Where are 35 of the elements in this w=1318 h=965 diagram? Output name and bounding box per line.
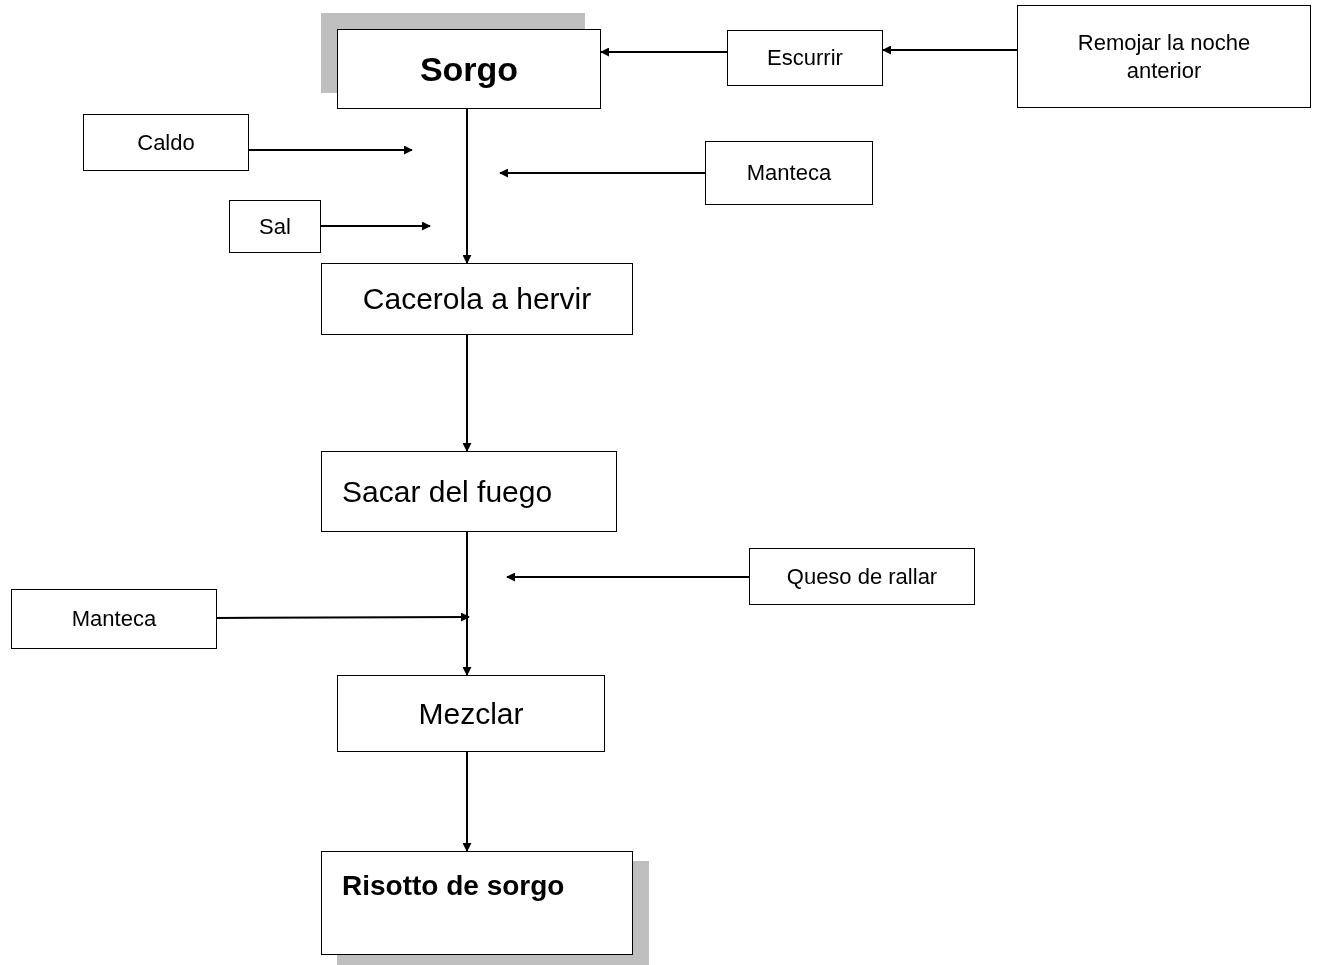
arrow xyxy=(320,221,431,231)
box-label: Sal xyxy=(259,212,291,241)
box-label: Queso de rallar xyxy=(786,562,938,591)
box-label: Mezclar xyxy=(418,695,524,732)
arrow xyxy=(600,47,728,57)
process-box xyxy=(337,675,605,752)
box-label: Caldo xyxy=(137,128,195,157)
arrow xyxy=(499,168,706,178)
box-label: Remojar la noche anterior xyxy=(1076,29,1252,84)
arrow xyxy=(216,612,470,622)
arrow xyxy=(462,531,472,676)
box-label: Sacar del fuego xyxy=(342,473,553,510)
process-box xyxy=(321,263,633,335)
process-box xyxy=(1017,5,1311,108)
box-label: Risotto de sorgo xyxy=(342,869,565,903)
process-box xyxy=(337,29,601,109)
process-box xyxy=(229,200,321,253)
process-box xyxy=(11,589,217,649)
box-label: Escurrir xyxy=(767,44,843,72)
box-label: Manteca xyxy=(746,159,832,187)
process-box xyxy=(83,114,249,171)
process-box xyxy=(321,451,617,532)
process-box xyxy=(321,851,633,955)
arrow xyxy=(882,45,1018,55)
arrow xyxy=(462,334,472,452)
process-box xyxy=(749,548,975,605)
arrow xyxy=(506,572,750,582)
arrow xyxy=(462,108,472,264)
arrow xyxy=(462,751,472,852)
process-box xyxy=(727,30,883,86)
box-label: Sorgo xyxy=(419,48,519,90)
box-label: Manteca xyxy=(71,605,157,633)
process-box xyxy=(705,141,873,205)
arrow xyxy=(248,145,413,155)
box-label: Cacerola a hervir xyxy=(362,281,592,318)
